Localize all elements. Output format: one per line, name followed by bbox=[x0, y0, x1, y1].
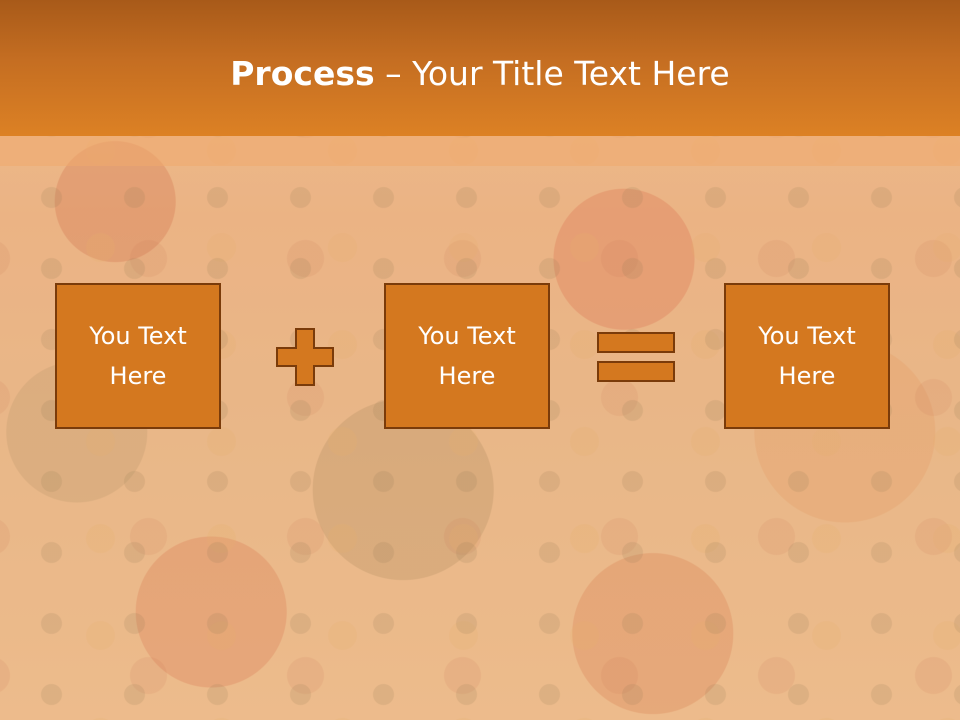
title-bar-band bbox=[0, 136, 960, 166]
plus-icon bbox=[276, 328, 334, 386]
process-box-1[interactable]: You Text Here bbox=[55, 283, 221, 429]
title-rest: – Your Title Text Here bbox=[374, 54, 730, 93]
process-box-2[interactable]: You Text Here bbox=[384, 283, 550, 429]
process-box-3[interactable]: You Text Here bbox=[724, 283, 890, 429]
equals-icon bbox=[597, 332, 675, 382]
title-bar bbox=[0, 0, 960, 136]
title-bold: Process bbox=[230, 54, 375, 93]
slide-title[interactable]: Process – Your Title Text Here bbox=[0, 52, 960, 96]
